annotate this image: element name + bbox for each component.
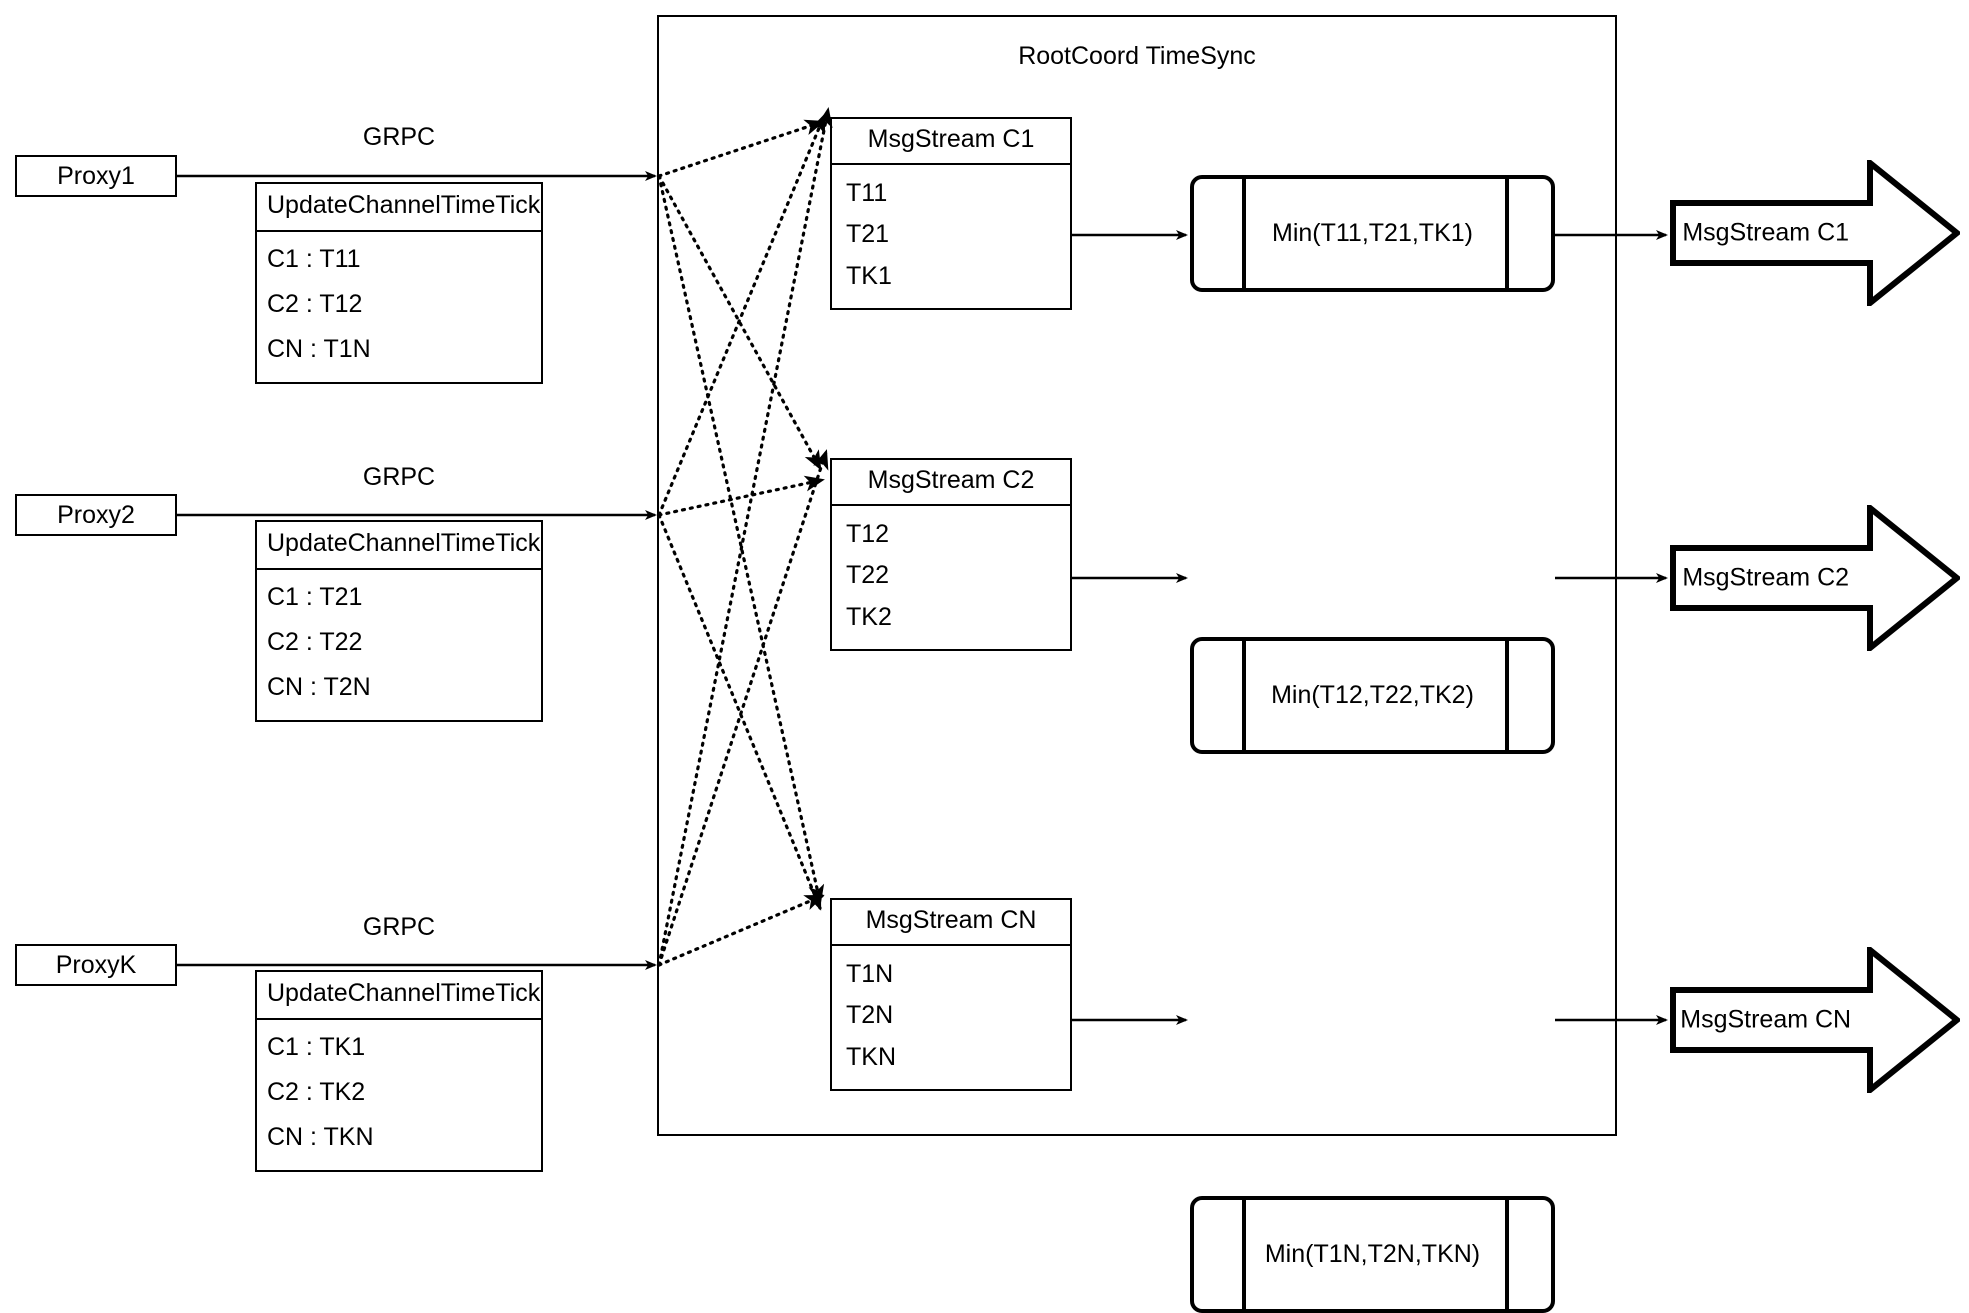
update-table-row: CN : TKN	[267, 1122, 374, 1151]
min-box-label-1: Min(T11,T21,TK1)	[1272, 219, 1473, 247]
msgstream-table-row: T12	[846, 519, 890, 548]
block-arrow-shape	[1670, 156, 1962, 310]
min-process-box-1: Min(T11,T21,TK1)	[1190, 175, 1555, 292]
output-block-arrow-2: MsgStream C2	[1670, 501, 1962, 655]
update-table-row: C2 : T12	[267, 289, 363, 318]
update-table-row: C1 : TK1	[267, 1033, 366, 1062]
grpc-label-2: GRPC	[362, 463, 436, 491]
update-table-header-3: UpdateChannelTimeTick	[257, 972, 541, 1020]
output-block-arrow-label-1: MsgStream C1	[1682, 218, 1850, 247]
msgstream-table-1: MsgStream C1 T11 T21 TK1	[830, 117, 1072, 310]
update-channel-timetick-table-2: UpdateChannelTimeTick C1 : T21 C2 : T22 …	[255, 520, 543, 722]
min-box-right-divider	[1505, 641, 1509, 750]
grpc-label-1: GRPC	[362, 123, 436, 151]
min-process-box-3: Min(T1N,T2N,TKN)	[1190, 1196, 1555, 1313]
min-box-right-divider	[1505, 179, 1509, 288]
update-table-row: C2 : TK2	[267, 1077, 366, 1106]
msgstream-table-row: TK2	[846, 603, 892, 632]
proxy-box-2[interactable]: Proxy2	[15, 494, 177, 536]
min-box-right-divider	[1505, 1200, 1509, 1309]
output-block-arrow-3: MsgStream CN	[1670, 943, 1962, 1097]
msgstream-table-2: MsgStream C2 T12 T22 TK2	[830, 458, 1072, 651]
rootcoord-title: RootCoord TimeSync	[1018, 42, 1256, 70]
min-box-left-divider	[1242, 179, 1246, 288]
msgstream-table-header-3: MsgStream CN	[832, 900, 1070, 946]
msgstream-table-header-1: MsgStream C1	[832, 119, 1070, 165]
msgstream-table-row: T2N	[846, 1001, 894, 1030]
proxy-box-1[interactable]: Proxy1	[15, 155, 177, 197]
msgstream-table-header-2: MsgStream C2	[832, 460, 1070, 506]
diagram-canvas: RootCoord TimeSync Proxy1 GRPC UpdateCha…	[15, 15, 1962, 1313]
min-box-label-2: Min(T12,T22,TK2)	[1271, 681, 1474, 709]
update-table-row: C1 : T21	[267, 583, 363, 612]
update-table-row: C2 : T22	[267, 627, 363, 656]
proxy-box-3[interactable]: ProxyK	[15, 944, 177, 986]
msgstream-table-3: MsgStream CN T1N T2N TKN	[830, 898, 1072, 1091]
block-arrow-shape	[1670, 943, 1962, 1097]
msgstream-table-row: TKN	[846, 1043, 896, 1072]
output-block-arrow-label-2: MsgStream C2	[1682, 563, 1850, 592]
update-table-header-1: UpdateChannelTimeTick	[257, 184, 541, 232]
min-box-left-divider	[1242, 641, 1246, 750]
min-process-box-2: Min(T12,T22,TK2)	[1190, 637, 1555, 754]
output-block-arrow-label-3: MsgStream CN	[1680, 1005, 1852, 1034]
update-channel-timetick-table-1: UpdateChannelTimeTick C1 : T11 C2 : T12 …	[255, 182, 543, 384]
msgstream-table-row: T22	[846, 561, 890, 590]
update-channel-timetick-table-3: UpdateChannelTimeTick C1 : TK1 C2 : TK2 …	[255, 970, 543, 1172]
block-arrow-shape	[1670, 501, 1962, 655]
min-box-left-divider	[1242, 1200, 1246, 1309]
update-table-header-2: UpdateChannelTimeTick	[257, 522, 541, 570]
update-table-row: CN : T2N	[267, 672, 371, 701]
msgstream-table-row: T21	[846, 220, 890, 249]
grpc-label-3: GRPC	[362, 913, 436, 941]
output-block-arrow-1: MsgStream C1	[1670, 156, 1962, 310]
min-box-label-3: Min(T1N,T2N,TKN)	[1264, 1240, 1481, 1268]
msgstream-table-row: T1N	[846, 959, 894, 988]
msgstream-table-row: T11	[846, 178, 888, 207]
update-table-row: CN : T1N	[267, 334, 371, 363]
msgstream-table-row: TK1	[846, 262, 892, 291]
update-table-row: C1 : T11	[267, 245, 361, 274]
